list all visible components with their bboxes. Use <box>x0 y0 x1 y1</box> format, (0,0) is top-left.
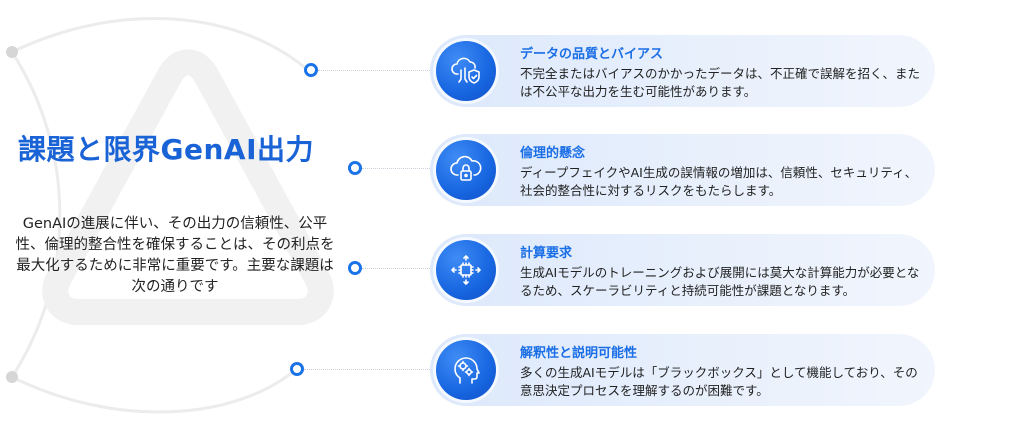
timeline-node <box>348 261 362 275</box>
page-title: 課題と限界GenAI出力 <box>18 133 314 166</box>
card-title: 倫理的懸念 <box>520 146 586 161</box>
card-description: ディープフェイクやAI生成の誤情報の増加は、信頼性、セキュリティ、社会的整合性に… <box>520 165 918 198</box>
connector-line <box>318 70 430 71</box>
intro-text: GenAIの進展に伴い、その出力の信頼性、公平性、倫理的整合性を確保することは、… <box>15 216 335 295</box>
cloud-shield-icon <box>436 41 496 101</box>
timeline-node <box>348 161 362 175</box>
card-description: 生成AIモデルのトレーニングおよび展開には莫大な計算能力が必要となるため、スケー… <box>520 265 920 298</box>
head-gears-icon <box>436 340 496 400</box>
timeline-node <box>304 63 318 77</box>
challenge-card-compute: 計算要求 生成AIモデルのトレーニングおよび展開には莫大な計算能力が必要となるた… <box>430 234 935 306</box>
connector-line <box>304 369 430 370</box>
cloud-lock-icon <box>436 140 496 200</box>
connector-line <box>362 268 430 269</box>
challenge-card-explainability: 解釈性と説明可能性 多くの生成AIモデルは「ブラックボックス」として機能しており… <box>430 334 935 406</box>
challenge-card-ethics: 倫理的懸念 ディープフェイクやAI生成の誤情報の増加は、信頼性、セキュリティ、社… <box>430 134 935 206</box>
card-description: 多くの生成AIモデルは「ブラックボックス」として機能しており、その意思決定プロセ… <box>520 365 918 398</box>
cpu-arrows-icon <box>436 240 496 300</box>
card-title: データの品質とバイアス <box>520 47 664 62</box>
challenge-card-data-quality: データの品質とバイアス 不完全またはバイアスのかかったデータは、不正確で誤解を招… <box>430 35 935 107</box>
card-title: 計算要求 <box>520 246 573 261</box>
timeline-node <box>290 362 304 376</box>
connector-line <box>362 168 430 169</box>
card-title: 解釈性と説明可能性 <box>520 346 638 361</box>
card-description: 不完全またはバイアスのかかったデータは、不正確で誤解を招く、または不公平な出力を… <box>520 66 921 99</box>
